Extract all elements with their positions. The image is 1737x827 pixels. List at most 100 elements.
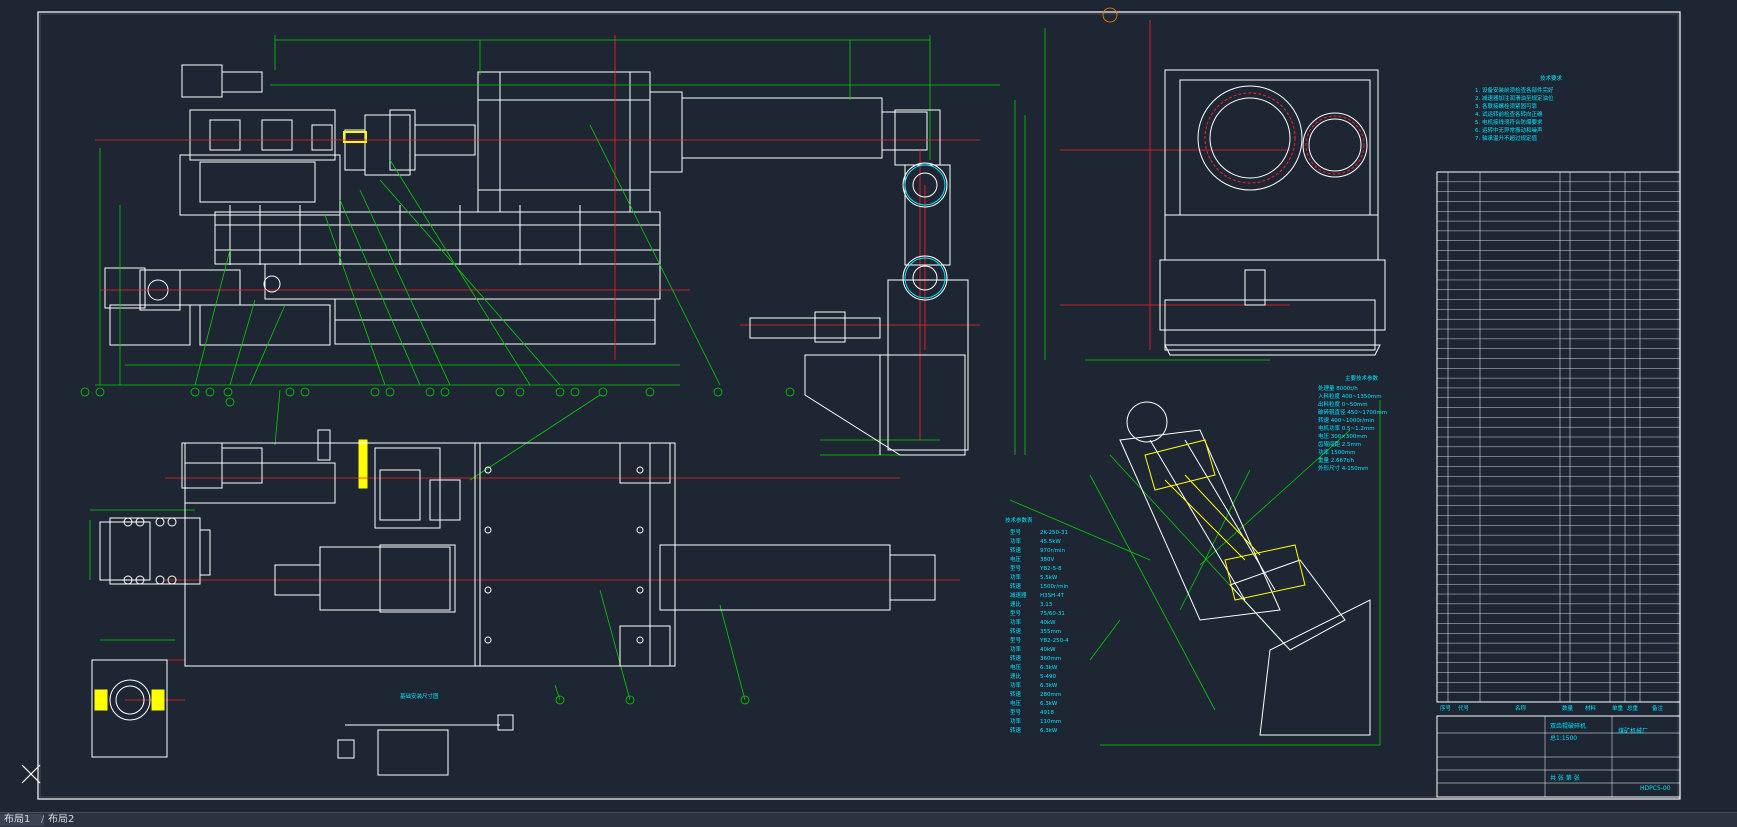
inclined-view-hatching xyxy=(1144,439,1306,601)
svg-text:转速 400~1000r/min: 转速 400~1000r/min xyxy=(1318,416,1375,424)
section-title: 基础安装尺寸图 xyxy=(400,692,439,700)
perf-title: 主要技术参数 xyxy=(1345,374,1379,382)
tech-param-value: YB2-5-8 xyxy=(1039,566,1062,572)
tech-param-value: 5.5kW xyxy=(1040,575,1058,581)
pulley-cyan-bottom xyxy=(904,257,946,299)
svg-text:材料: 材料 xyxy=(1585,704,1597,712)
tech-requirements-title: 技术要求 xyxy=(1540,74,1563,82)
tech-param-value: 6.3kW xyxy=(1040,683,1058,689)
svg-text:处理量 8000t/h: 处理量 8000t/h xyxy=(1318,384,1358,392)
sheet-info: 共 张 第 张 xyxy=(1550,774,1580,782)
ucs-cross-icon xyxy=(21,764,41,784)
tech-param-key: 型号 xyxy=(1010,609,1022,617)
svg-text:电压 300×300mm: 电压 300×300mm xyxy=(1318,432,1367,440)
svg-text:入料粒度 400~1350mm: 入料粒度 400~1350mm xyxy=(1318,392,1382,400)
tech-param-key: 减速器 xyxy=(1010,591,1027,599)
tech-param-value: 280mm xyxy=(1040,692,1061,698)
tech-param-value: 970r/min xyxy=(1040,548,1065,554)
svg-text:序号: 序号 xyxy=(1440,704,1452,712)
tech-param-value: 4918 xyxy=(1040,710,1054,716)
inclined-view[interactable] xyxy=(1119,401,1371,736)
tech-param-key: 型号 xyxy=(1010,708,1022,716)
tech-param-value: 6.3kW xyxy=(1040,701,1058,707)
svg-text:备注: 备注 xyxy=(1652,704,1664,712)
svg-text:3. 各联接螺栓须紧固可靠: 3. 各联接螺栓须紧固可靠 xyxy=(1475,102,1537,110)
tech-param-value: 75/60-31 xyxy=(1040,611,1065,617)
svg-text:2. 减速器加注润滑油至规定油位: 2. 减速器加注润滑油至规定油位 xyxy=(1475,94,1554,102)
tech-param-key: 速比 xyxy=(1010,672,1022,680)
tech-param-key: 功率 xyxy=(1010,681,1022,689)
svg-text:重量 2.667t/h: 重量 2.667t/h xyxy=(1318,456,1355,464)
tech-params-title: 技术参数表 xyxy=(1005,516,1033,524)
svg-text:外形尺寸 4-150mm: 外形尺寸 4-150mm xyxy=(1318,464,1368,472)
title-block[interactable]: 双齿辊破碎机 总1:1500 煤矿机械厂 共 张 第 张 HDPC5-00 xyxy=(1436,715,1681,798)
end-view-flange-red xyxy=(1204,92,1296,184)
tech-param-key: 型号 xyxy=(1010,636,1022,644)
svg-text:破碎辊直径 450~1700mm: 破碎辊直径 450~1700mm xyxy=(1318,408,1387,416)
tech-param-key: 型号 xyxy=(1010,564,1022,572)
callout-balloons xyxy=(80,7,1118,705)
end-view[interactable] xyxy=(1159,69,1386,356)
layout-tab-bar: 布局1 / 布局2 xyxy=(0,812,1737,827)
side-view[interactable] xyxy=(749,109,969,456)
tech-param-key: 功率 xyxy=(1010,645,1022,653)
drawing-frame-inner xyxy=(39,13,1679,798)
svg-text:功率 1500mm: 功率 1500mm xyxy=(1318,448,1355,456)
tech-param-value: 45.5kW xyxy=(1040,539,1061,545)
tech-param-key: 功率 xyxy=(1010,618,1022,626)
dimension-lines xyxy=(89,28,1381,746)
tech-param-value: 6.3kW xyxy=(1040,728,1058,734)
tech-param-key: 功率 xyxy=(1010,573,1022,581)
drawing-name: 双齿辊破碎机 xyxy=(1550,722,1586,730)
foundation-detail[interactable] xyxy=(337,714,514,776)
front-view[interactable] xyxy=(104,64,928,346)
svg-text:电机功率 0.5~1.2mm: 电机功率 0.5~1.2mm xyxy=(1318,424,1375,432)
tech-param-key: 功率 xyxy=(1010,537,1022,545)
tab-layout-1[interactable]: 布局1 xyxy=(0,814,48,826)
svg-text:出料粒度 0~50mm: 出料粒度 0~50mm xyxy=(1318,400,1368,408)
tab-layout-2[interactable]: 布局2 xyxy=(44,814,98,826)
tech-param-key: 转速 xyxy=(1010,690,1022,698)
tech-param-value: 6.3kW xyxy=(1040,665,1058,671)
tech-param-key: 电压 xyxy=(1010,555,1022,563)
end-view-flange-red-2 xyxy=(1305,115,1365,175)
tech-param-key: 转速 xyxy=(1010,654,1022,662)
svg-text:5. 电机接线须符合防爆要求: 5. 电机接线须符合防爆要求 xyxy=(1475,118,1543,126)
tech-param-value: 40kW xyxy=(1040,647,1056,653)
tech-param-value: 110mm xyxy=(1040,719,1061,725)
svg-text:单重: 单重 xyxy=(1612,704,1624,712)
tech-param-value: 380V xyxy=(1040,557,1054,563)
svg-text:代号: 代号 xyxy=(1458,704,1470,712)
tech-param-value: 2K-250-31 xyxy=(1040,530,1068,536)
tech-param-key: 电压 xyxy=(1010,699,1022,707)
tech-param-value: 40kW xyxy=(1040,620,1056,626)
performance-params: 主要技术参数 处理量 8000t/h 入料粒度 400~1350mm 出料粒度 … xyxy=(1318,374,1387,472)
coupling-highlight[interactable] xyxy=(343,131,367,143)
tech-param-key: 转速 xyxy=(1010,582,1022,590)
svg-text:总重: 总重 xyxy=(1627,704,1639,712)
tech-param-value: H3SH-4T xyxy=(1040,593,1065,599)
drawing-scale: 总1:1500 xyxy=(1550,734,1577,742)
bom-table[interactable]: 序号 代号 名称 数量 材料 单重 总重 备注 xyxy=(1436,171,1681,712)
tech-param-key: 型号 xyxy=(1010,528,1022,536)
tech-param-value: 3.13 xyxy=(1040,602,1053,608)
tech-param-key: 转速 xyxy=(1010,546,1022,554)
tech-requirements: 技术要求 1. 设备安装前须检查各部件完好 2. 减速器加注润滑油至规定油位 3… xyxy=(1475,74,1563,142)
svg-text:齿辊间距 2.5mm: 齿辊间距 2.5mm xyxy=(1318,440,1361,448)
tech-param-value: 5-490 xyxy=(1040,674,1056,680)
drawing-frame-outer xyxy=(37,11,1681,800)
svg-text:4. 试运转前检查各转向正确: 4. 试运转前检查各转向正确 xyxy=(1475,110,1543,118)
svg-text:7. 轴承温升不超过规定值: 7. 轴承温升不超过规定值 xyxy=(1475,134,1537,142)
svg-text:1. 设备安装前须检查各部件完好: 1. 设备安装前须检查各部件完好 xyxy=(1475,86,1554,94)
tech-param-value: 360mm xyxy=(1040,656,1061,662)
pulley-cyan-top xyxy=(904,164,946,206)
drawing-number: HDPC5-00 xyxy=(1640,785,1671,792)
svg-text:6. 运转中无异常振动和噪声: 6. 运转中无异常振动和噪声 xyxy=(1475,126,1543,134)
coupling-highlight-2[interactable] xyxy=(358,439,368,489)
bearing-detail[interactable] xyxy=(91,659,168,758)
svg-text:数量: 数量 xyxy=(1562,704,1574,712)
tech-param-key: 转速 xyxy=(1010,726,1022,734)
plan-view[interactable] xyxy=(99,429,936,667)
tech-params-table: 技术参数表 型号 2K-250-31 功率 45.5kW 转速 970r/min 电压 380… xyxy=(1005,516,1069,734)
